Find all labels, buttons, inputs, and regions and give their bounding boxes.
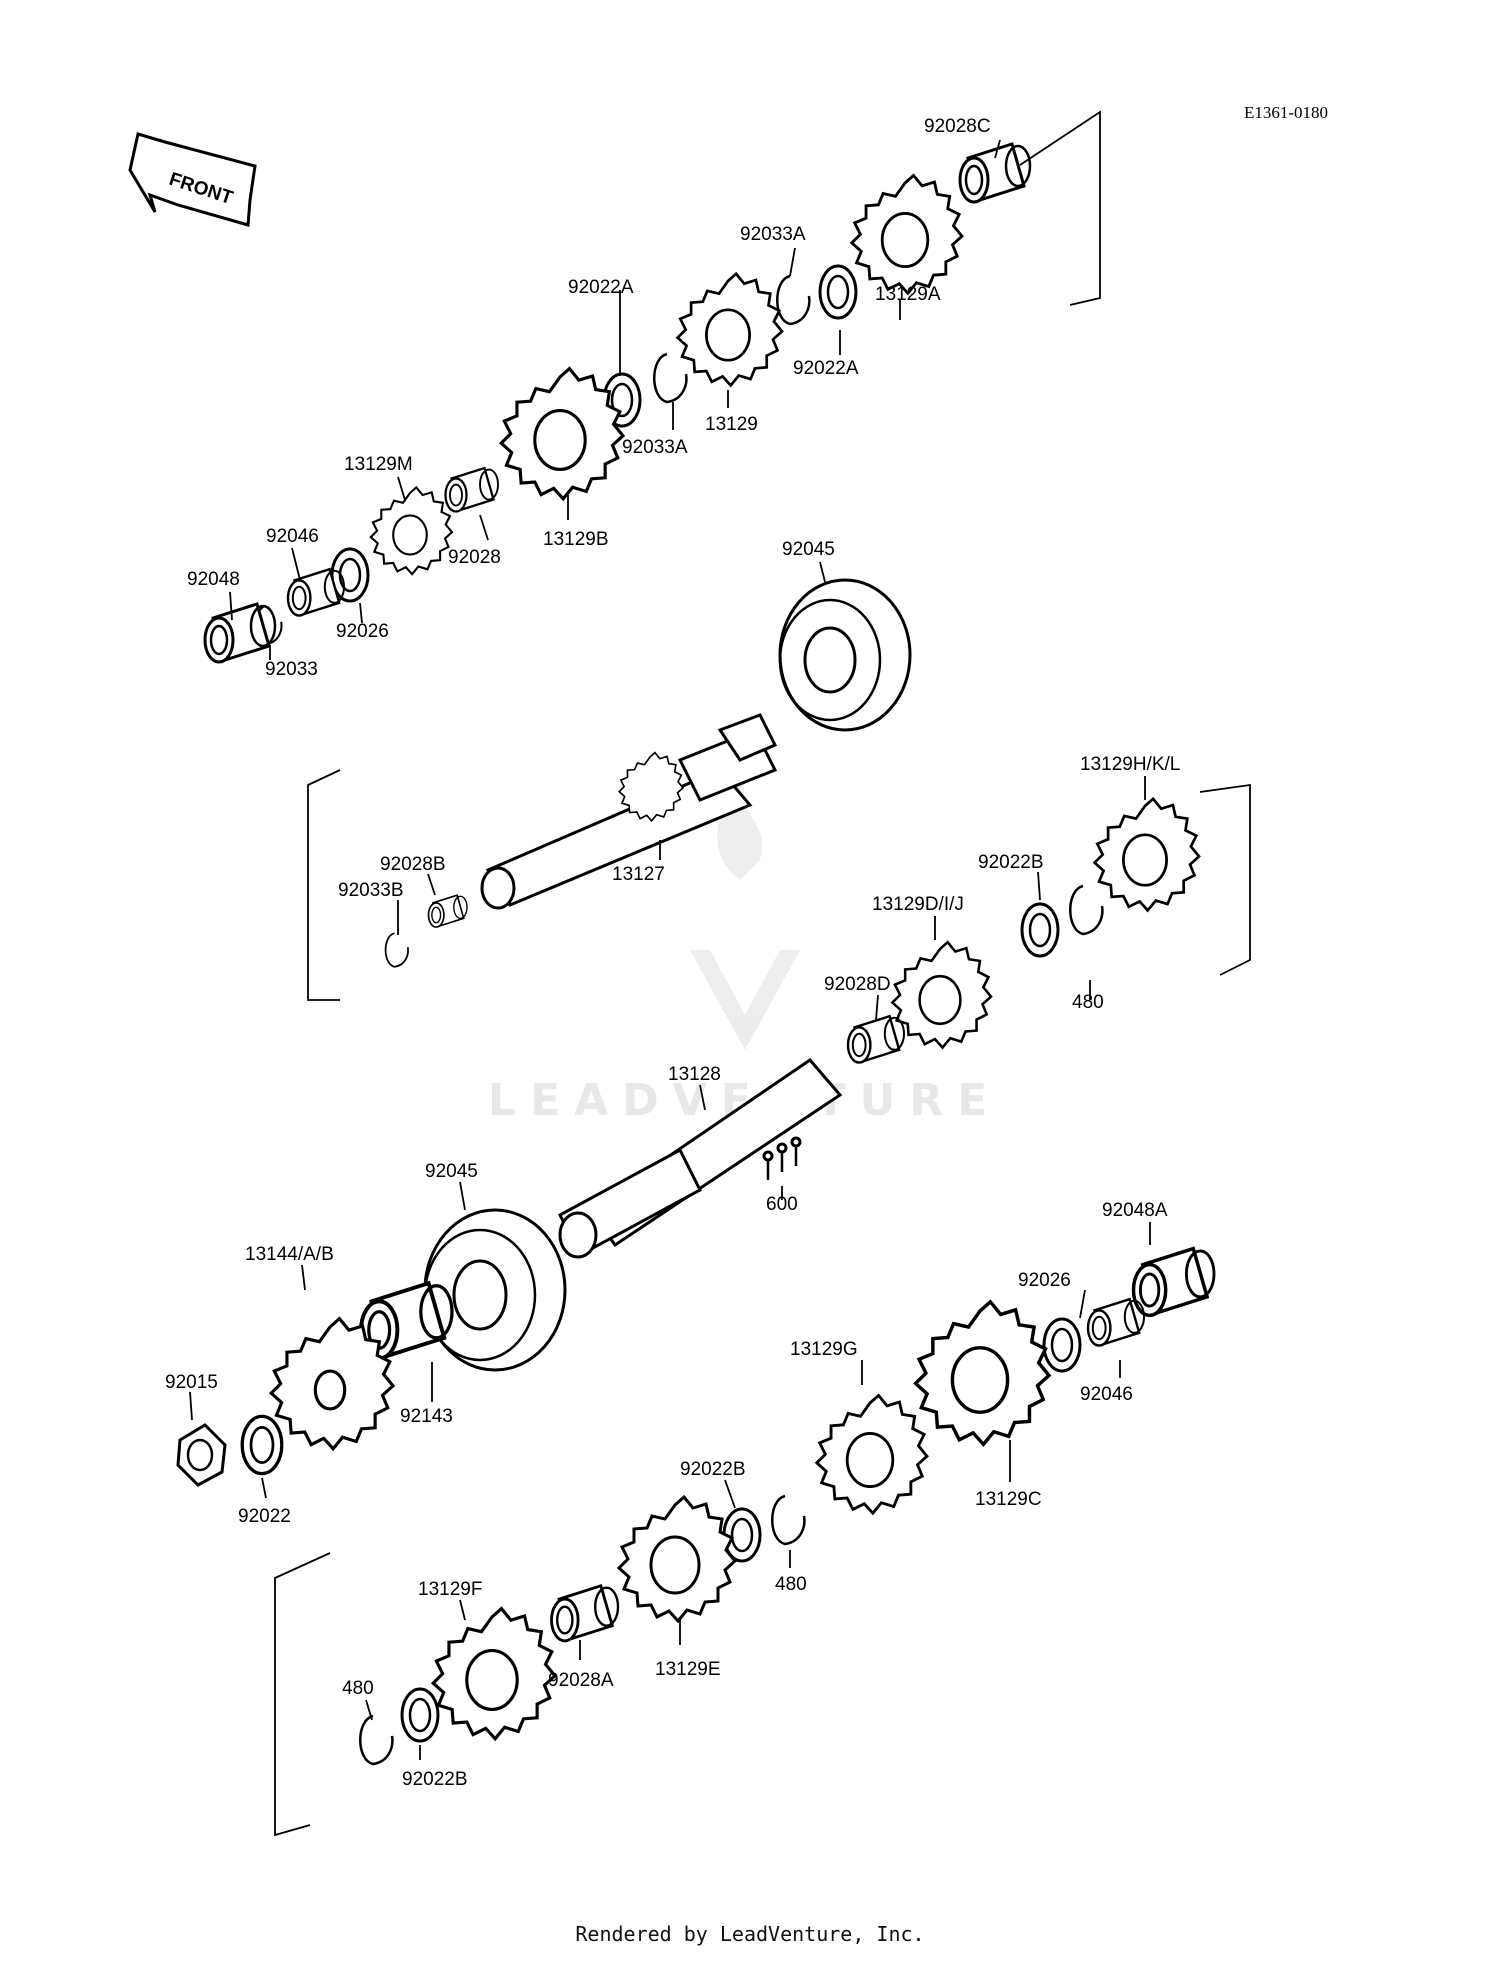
circlip-92033A-low [653, 352, 688, 404]
circlip-92033A-top [776, 274, 811, 326]
part-label-92045-top: 92045 [782, 539, 835, 560]
reference-code: E1361-0180 [1244, 103, 1328, 122]
collar-92048A [1131, 1246, 1216, 1318]
part-label-92022B-mid: 92022B [978, 852, 1044, 873]
bushing-92028 [444, 466, 500, 513]
part-label-92033B: 92033B [338, 880, 404, 901]
part-label-13128: 13128 [668, 1064, 721, 1085]
part-label-480-bottom: 480 [342, 1678, 374, 1699]
part-label-13129HKL: 13129H/K/L [1080, 754, 1180, 775]
part-label-480-mid: 480 [1072, 992, 1104, 1013]
gear-13129A [850, 173, 964, 295]
part-label-92026-low: 92026 [1018, 1270, 1071, 1291]
part-label-92022: 92022 [238, 1506, 291, 1527]
part-label-13127: 13127 [612, 864, 665, 885]
part-label-13129C: 13129C [975, 1489, 1042, 1510]
part-label-600: 600 [766, 1194, 798, 1215]
bearing-92045-top [778, 578, 912, 732]
part-labels: 92028C 92033A 92022A 92022A 13129A 13129… [165, 116, 1180, 1790]
part-label-13129: 13129 [705, 414, 758, 435]
gear-13129G [815, 1393, 929, 1515]
shaft-13128 [558, 1058, 843, 1259]
part-label-92046-low: 92046 [1080, 1384, 1133, 1405]
part-label-13144AB: 13144/A/B [245, 1244, 334, 1265]
part-label-13129A: 13129A [875, 284, 941, 305]
collar-92048 [203, 602, 277, 664]
part-label-92048A: 92048A [1102, 1200, 1168, 1221]
washer-92022B-mid [1020, 902, 1060, 958]
nut-92015 [176, 1423, 227, 1487]
part-label-92022B-bottom: 92022B [402, 1769, 468, 1790]
gear-13129DIJ [891, 940, 993, 1049]
gear-13129F [431, 1607, 557, 1741]
part-label-92046-top: 92046 [266, 526, 319, 547]
bushing-92028D [846, 1015, 906, 1064]
washer-92022B-bottom [400, 1687, 440, 1743]
bushing-92028B [427, 894, 468, 928]
gear-13129M [369, 486, 454, 576]
part-label-13129DIJ: 13129D/I/J [872, 894, 964, 915]
part-label-13129G: 13129G [790, 1339, 858, 1360]
part-label-92015: 92015 [165, 1372, 218, 1393]
part-label-13129F: 13129F [418, 1579, 482, 1600]
part-label-92028A: 92028A [548, 1670, 614, 1691]
footer-credit: Rendered by LeadVenture, Inc. [575, 1922, 925, 1946]
part-label-92143: 92143 [400, 1406, 453, 1427]
circlip-480-mid [1069, 884, 1104, 936]
part-label-13129B: 13129B [543, 529, 609, 550]
bushing-92028C [958, 142, 1032, 204]
washer-92022A-right [818, 264, 858, 320]
group-bracket-top [1019, 110, 1101, 306]
gear-13129 [676, 272, 784, 387]
gear-13129HKL [1093, 797, 1201, 912]
part-label-92026-top: 92026 [336, 621, 389, 642]
circlip-480-low [771, 1494, 806, 1546]
circlip-480-bottom [359, 1714, 394, 1766]
part-label-92022B-low: 92022B [680, 1459, 746, 1480]
leader-lines [189, 139, 1151, 1760]
circlip-92033B [384, 932, 409, 968]
shaft-13127 [480, 713, 778, 910]
part-label-92022A-left: 92022A [568, 277, 634, 298]
part-label-92048: 92048 [187, 569, 240, 590]
bushing-92028A [550, 1584, 620, 1643]
part-label-92028: 92028 [448, 547, 501, 568]
watermark-logo: LEADVENTURE [488, 780, 987, 1126]
part-label-92028D: 92028D [824, 974, 891, 995]
part-label-92028C: 92028C [924, 116, 991, 137]
part-label-13129E: 13129E [655, 1659, 721, 1680]
part-label-92045-low: 92045 [425, 1161, 478, 1182]
washer-92026-low [1042, 1317, 1082, 1373]
front-arrow-icon: FRONT [128, 132, 257, 227]
gear-13129C [913, 1300, 1051, 1447]
part-label-480-low: 480 [775, 1574, 807, 1595]
group-bracket-right [1199, 783, 1251, 976]
sprocket-13144AB [269, 1317, 395, 1451]
gear-13129E [617, 1495, 737, 1623]
washer-92022 [240, 1414, 284, 1476]
part-label-92022A-right: 92022A [793, 358, 859, 379]
part-label-92033A-top: 92033A [740, 224, 806, 245]
part-label-92033: 92033 [265, 659, 318, 680]
group-bracket-bottom [274, 1552, 331, 1837]
bearing-92045-low [423, 1208, 567, 1372]
part-label-13129M: 13129M [344, 454, 413, 475]
dowel-pins-600 [762, 1136, 802, 1180]
part-label-92033A-low: 92033A [622, 437, 688, 458]
part-label-92028B: 92028B [380, 854, 446, 875]
group-bracket-left [307, 769, 341, 1001]
